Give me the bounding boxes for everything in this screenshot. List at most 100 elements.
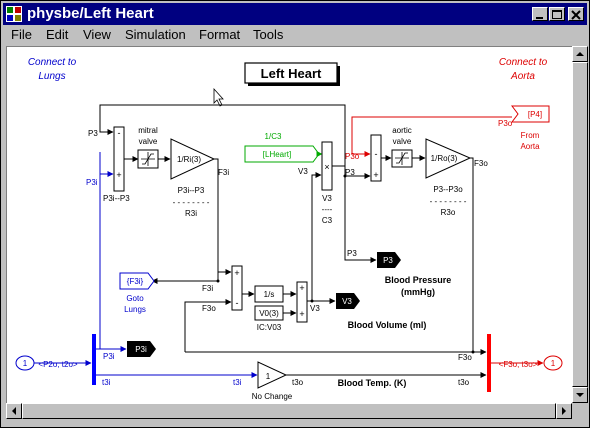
title-bar[interactable]: physbe/Left Heart	[3, 3, 587, 25]
sig-t3o-bus: t3o	[458, 378, 470, 387]
sum1-label: P3i--P3	[103, 194, 130, 203]
product-sign: ×	[324, 162, 329, 172]
connect-aorta-note-1: Connect to	[499, 57, 548, 68]
aortic-label-1: aortic	[392, 126, 412, 135]
goto-p3i-block[interactable]	[127, 341, 156, 357]
goto-p3-block[interactable]	[377, 252, 401, 268]
from-lheart-block[interactable]	[244, 145, 320, 163]
saturation-icon	[395, 152, 409, 165]
sig-f3o-top: F3o	[474, 159, 488, 168]
model-canvas[interactable]: Connect to Lungs Connect to Aorta Left H…	[6, 46, 572, 403]
sig-f3i-mid: F3i	[202, 284, 213, 293]
vertical-scroll-thumb[interactable]	[572, 62, 588, 387]
sig-p3-left: P3	[88, 129, 98, 138]
ic-label: IC:V03	[257, 323, 282, 332]
sum2-plus: +	[234, 268, 239, 278]
goto-lungs-block[interactable]	[119, 272, 155, 290]
gain-ri-block[interactable]	[170, 138, 216, 180]
saturation-icon	[141, 152, 155, 166]
size-grip[interactable]	[572, 403, 588, 419]
goto-lungs-label-1: Goto	[126, 294, 144, 303]
vertical-scrollbar[interactable]	[572, 46, 588, 403]
sig-v3-out: V3	[310, 304, 320, 313]
scroll-right-button[interactable]	[556, 403, 572, 419]
nochange-label: No Change	[252, 392, 293, 401]
blood-volume-text: Blood Volume (ml)	[348, 320, 427, 330]
outport-1-block[interactable]	[543, 355, 563, 371]
sig-f3o-mid: F3o	[202, 304, 216, 313]
demux-lungs-block[interactable]	[92, 334, 96, 385]
ic-value: V0(3)	[259, 309, 279, 318]
horizontal-scroll-thumb[interactable]	[22, 403, 556, 419]
sig-t3o-mid: t3o	[292, 378, 304, 387]
minimize-button[interactable]	[532, 7, 548, 21]
integrator-tf: 1/s	[264, 290, 275, 299]
inport-1-num: 1	[23, 359, 28, 368]
sig-p3o-mid: P3o	[345, 152, 360, 161]
gain-nochange-block[interactable]	[257, 361, 288, 389]
sum4-minus: -	[375, 149, 378, 159]
outport-1-label: <F3o, t3o>	[499, 360, 538, 369]
menu-bar: File Edit View Simulation Format Tools	[3, 25, 587, 44]
gain-one: 1	[266, 372, 271, 381]
scroll-left-button[interactable]	[6, 403, 22, 419]
from-aorta-label-1: From	[521, 131, 540, 140]
window-title: physbe/Left Heart	[27, 5, 154, 22]
menu-tools[interactable]: Tools	[253, 27, 284, 42]
menu-format[interactable]: Format	[199, 27, 241, 42]
gain-ro-divider: - - - - - - - -	[430, 197, 467, 206]
goto-v3-block[interactable]	[336, 293, 360, 309]
arrow-right-icon	[562, 407, 566, 415]
gain-ro-label: 1/Ro(3)	[431, 154, 458, 163]
scroll-down-button[interactable]	[572, 387, 588, 403]
connect-lungs-note-2: Lungs	[38, 71, 65, 82]
gain-ro-block[interactable]	[425, 138, 472, 179]
close-button[interactable]	[568, 7, 584, 21]
horizontal-scrollbar[interactable]	[6, 403, 572, 419]
arrow-down-icon	[576, 393, 584, 397]
wire-p3-loop	[99, 104, 346, 176]
outport-1-num: 1	[551, 359, 556, 368]
gain-ri-label: 1/Ri(3)	[177, 155, 201, 164]
menu-simulation[interactable]: Simulation	[125, 27, 186, 42]
mitral-label-1: mitral	[138, 126, 158, 135]
blood-pressure-text-1: Blood Pressure	[385, 275, 452, 285]
gain-ri-divider: - - - - - - - -	[173, 198, 210, 207]
sum1-plus: +	[116, 170, 121, 180]
goto-v3-tag: V3	[342, 297, 352, 306]
sum3-plus-top: +	[299, 283, 304, 293]
const-c3-label: 1/C3	[265, 132, 282, 141]
sum4-plus: +	[373, 170, 378, 180]
arrow-up-icon	[576, 52, 584, 56]
menu-file[interactable]: File	[11, 27, 32, 42]
inport-1-label: <P2o, t2o>	[38, 360, 77, 369]
sig-p3-lower: P3	[347, 249, 357, 258]
diagram-title: Left Heart	[261, 66, 322, 81]
connect-aorta-note-2: Aorta	[510, 71, 535, 82]
goto-lungs-label-2: Lungs	[124, 305, 146, 314]
scroll-up-button[interactable]	[572, 46, 588, 62]
menu-view[interactable]: View	[83, 27, 111, 42]
arrow-left-icon	[12, 407, 16, 415]
mitral-label-2: valve	[139, 137, 158, 146]
mux-aorta-block[interactable]	[487, 334, 491, 392]
menu-edit[interactable]: Edit	[46, 27, 69, 42]
wire-p3o	[351, 116, 512, 157]
sig-p3-mid: P3	[345, 168, 355, 177]
sig-p3i-bus: P3i	[103, 352, 115, 361]
sum2-minus: -	[236, 298, 239, 308]
aortic-label-2: valve	[393, 137, 412, 146]
sig-p3o-top: P3o	[498, 119, 513, 128]
from-aorta-label-2: Aorta	[520, 142, 540, 151]
product-label-top: V3	[322, 194, 332, 203]
from-aorta-block[interactable]	[511, 105, 550, 123]
sum3-plus-bot: +	[299, 309, 304, 319]
minimize-icon	[536, 17, 543, 19]
sum-volume-block[interactable]	[296, 281, 308, 323]
sum-flow-block[interactable]	[231, 265, 243, 311]
sum1-minus: -	[118, 128, 121, 138]
sig-f3i-top: F3i	[218, 168, 229, 177]
maximize-button[interactable]	[549, 7, 565, 21]
goto-lungs-tag: {F3i}	[127, 277, 144, 286]
block-diagram: Connect to Lungs Connect to Aorta Left H…	[15, 57, 563, 401]
